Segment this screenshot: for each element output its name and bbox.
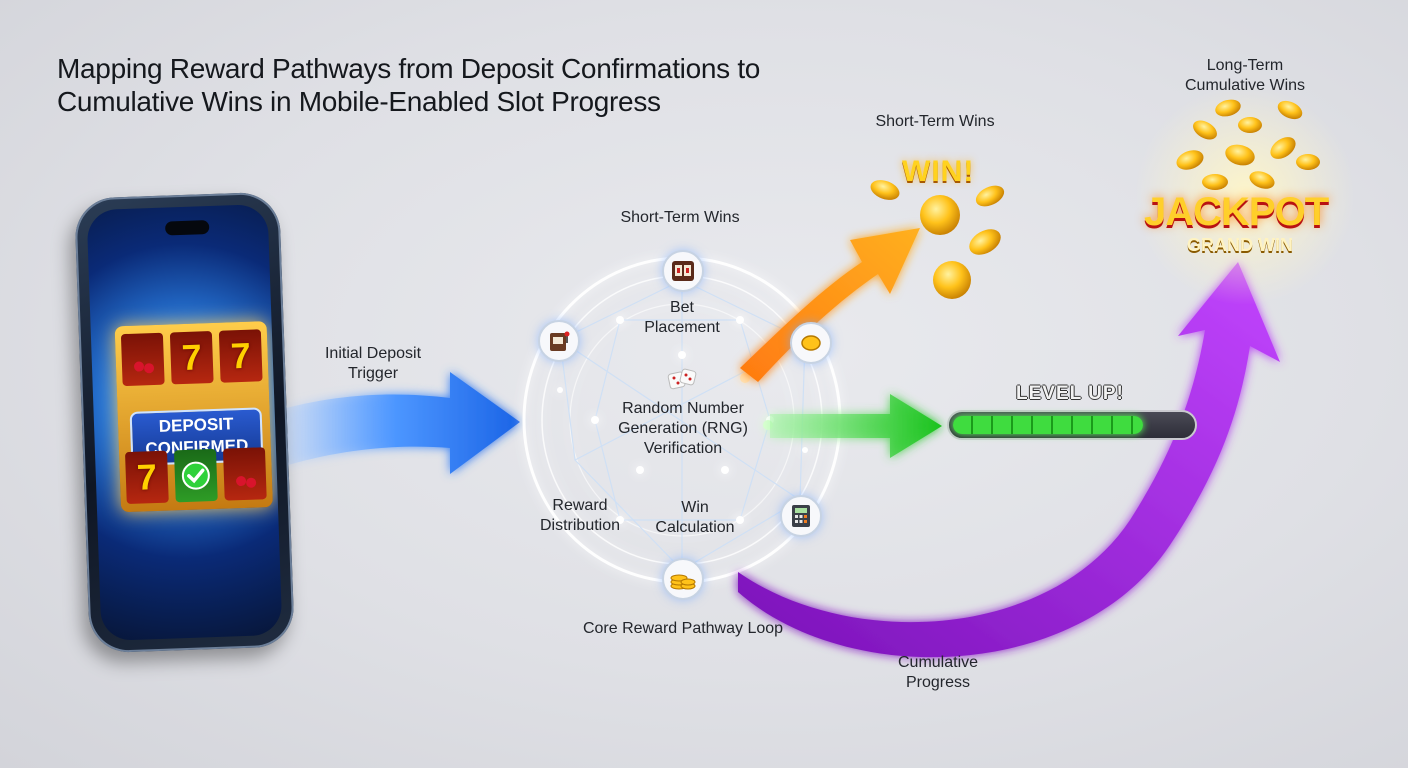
- deposit-arrow: [272, 372, 520, 474]
- coin-icon: [790, 322, 832, 364]
- reel-seven-bottom-left: 7: [124, 450, 169, 505]
- smartphone: 7 7 DEPOSIT CONFIRMED 7: [74, 191, 295, 654]
- slot-machine: 7 7 DEPOSIT CONFIRMED 7: [114, 321, 274, 513]
- label-win-calculation: Win Calculation: [655, 499, 735, 536]
- title-line-2: Cumulative Wins in Mobile-Enabled Slot P…: [57, 86, 661, 117]
- label-rng-verification: Random Number Generation (RNG) Verificat…: [618, 400, 748, 457]
- grand-win-badge: GRAND WIN: [1187, 235, 1293, 255]
- reel-seven-top-right: 7: [218, 329, 263, 383]
- short-term-arrow: [740, 228, 920, 382]
- jackpot-burst: [1135, 85, 1355, 305]
- phone-screen: 7 7 DEPOSIT CONFIRMED 7: [86, 203, 283, 642]
- label-long-term: Long-Term Cumulative Wins: [1184, 57, 1306, 94]
- cherry-icon: [143, 363, 155, 374]
- slot-machine-icon: [538, 320, 580, 362]
- cumulative-arrow: [738, 262, 1280, 658]
- level-progress-bar: [947, 410, 1197, 440]
- label-core-loop: Core Reward Pathway Loop: [582, 620, 784, 637]
- checkmark-icon: [181, 461, 210, 490]
- phone-notch: [164, 220, 210, 236]
- level-up-badge: LEVEL UP!: [1016, 383, 1124, 404]
- level-progress-fill: [953, 416, 1143, 434]
- page-title: Mapping Reward Pathways from Deposit Con…: [57, 52, 877, 118]
- label-bet-placement: Bet Placement: [644, 299, 720, 336]
- reel-cherry-bottom-right: [222, 447, 267, 501]
- cherry-icon: [245, 477, 257, 488]
- reel-check-bottom-middle: [173, 448, 218, 503]
- cherry-icon: [133, 361, 145, 372]
- win-badge: WIN!: [902, 155, 975, 188]
- reel-cherry-top-left: [120, 332, 165, 387]
- jackpot-badge: JACKPOT: [1144, 190, 1329, 234]
- label-reward-distribution: Reward Distribution: [539, 497, 621, 534]
- cherry-icon: [235, 475, 247, 487]
- coin-stack-icon: [662, 558, 704, 600]
- title-line-1: Mapping Reward Pathways from Deposit Con…: [57, 53, 761, 84]
- win-coins: [870, 180, 1005, 299]
- label-short-term-loop: Short-Term Wins: [620, 209, 740, 226]
- level-up-arrow: [770, 394, 942, 458]
- slot-machine-icon: [662, 250, 704, 292]
- label-short-term-top: Short-Term Wins: [875, 113, 995, 130]
- label-cumulative-progress: Cumulative Progress: [897, 654, 979, 691]
- dice-icon: [667, 367, 699, 398]
- label-initial-deposit: Initial Deposit Trigger: [324, 345, 422, 382]
- calculator-icon: [780, 495, 822, 537]
- reel-seven-top-middle: 7: [169, 330, 214, 385]
- jackpot-coins: [1176, 99, 1320, 190]
